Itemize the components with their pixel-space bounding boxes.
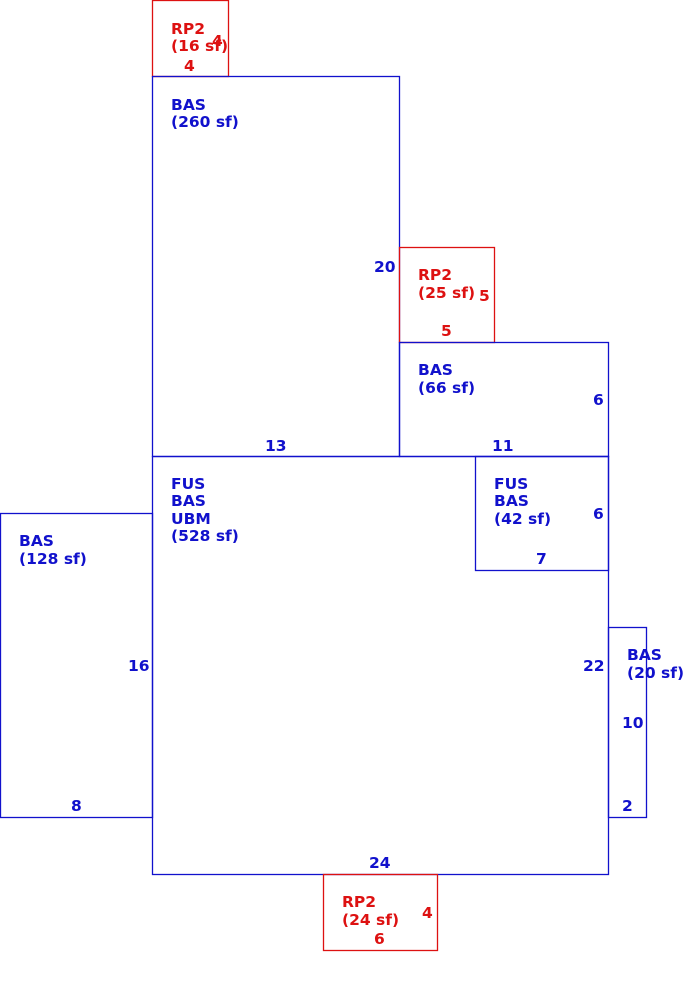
- section-rp2-bottom: RP2 (24 sf) 4 6: [322, 873, 439, 952]
- rp2-bottom-dim-side: 4: [422, 904, 433, 922]
- rp2-mid-type: RP2: [418, 266, 452, 284]
- rp2-top-area: (16 sf): [171, 37, 228, 55]
- bas-left-outline: [0, 512, 154, 819]
- rp2-bottom-dim-bottom: 6: [374, 930, 385, 948]
- section-bas-right: BAS (20 sf) 10 2: [607, 626, 684, 819]
- bas-left-dim-bottom: 8: [71, 797, 82, 815]
- fus-bas-small-outline: [474, 455, 610, 572]
- main-dim-bottom: 24: [369, 854, 391, 872]
- fus-bas-small-line-2: BAS: [494, 492, 529, 510]
- rp2-bottom-type: RP2: [342, 893, 376, 911]
- bas-upper-outline: [151, 75, 401, 458]
- bas-right-type: BAS: [627, 646, 662, 664]
- bas-right-dim-bottom: 2: [622, 797, 633, 815]
- rp2-mid-dim-side: 5: [479, 287, 490, 305]
- rp2-mid-area: (25 sf): [418, 284, 475, 302]
- rp2-bottom-area: (24 sf): [342, 911, 399, 929]
- bas-left-area: (128 sf): [19, 550, 87, 568]
- bas-step-area: (66 sf): [418, 379, 475, 397]
- fus-bas-small-area: (42 sf): [494, 510, 551, 528]
- bas-left-type: BAS: [19, 532, 54, 550]
- rp2-top-dim-side: 4: [212, 32, 223, 50]
- section-fus-bas-small: FUS BAS (42 sf) 6 7: [474, 455, 610, 572]
- bas-right-dim-side: 10: [622, 714, 644, 732]
- bas-step-dim-side: 6: [593, 391, 604, 409]
- fus-bas-small-dim-side: 6: [593, 505, 604, 523]
- bas-left-dim-side: 16: [128, 657, 150, 675]
- section-bas-step: BAS (66 sf) 6 11: [398, 341, 610, 458]
- bas-right-area: (20 sf): [627, 664, 684, 682]
- bas-upper-type: BAS: [171, 96, 206, 114]
- main-line-1: FUS: [171, 475, 205, 493]
- section-bas-upper: BAS (260 sf) 20 13: [151, 75, 401, 458]
- main-area: (528 sf): [171, 527, 239, 545]
- fus-bas-small-line-1: FUS: [494, 475, 528, 493]
- section-rp2-mid: RP2 (25 sf) 5 5: [398, 246, 496, 344]
- bas-step-type: BAS: [418, 361, 453, 379]
- bas-upper-dim-side: 20: [374, 258, 396, 276]
- main-dim-side: 22: [583, 657, 605, 675]
- rp2-mid-dim-bottom: 5: [441, 322, 452, 340]
- bas-upper-area: (260 sf): [171, 113, 239, 131]
- main-line-3: UBM: [171, 510, 211, 528]
- rp2-top-dim-bottom: 4: [184, 57, 195, 75]
- main-line-2: BAS: [171, 492, 206, 510]
- bas-step-dim-bottom: 11: [492, 437, 514, 455]
- rp2-bottom-outline: [322, 873, 439, 952]
- bas-right-outline: [607, 626, 648, 819]
- section-bas-left: BAS (128 sf) 16 8: [0, 512, 154, 819]
- rp2-top-type: RP2: [171, 20, 205, 38]
- bas-upper-dim-bottom: 13: [265, 437, 287, 455]
- section-rp2-top: RP2 (16 sf) 4 4: [151, 0, 230, 78]
- fus-bas-small-dim-bottom: 7: [536, 550, 547, 568]
